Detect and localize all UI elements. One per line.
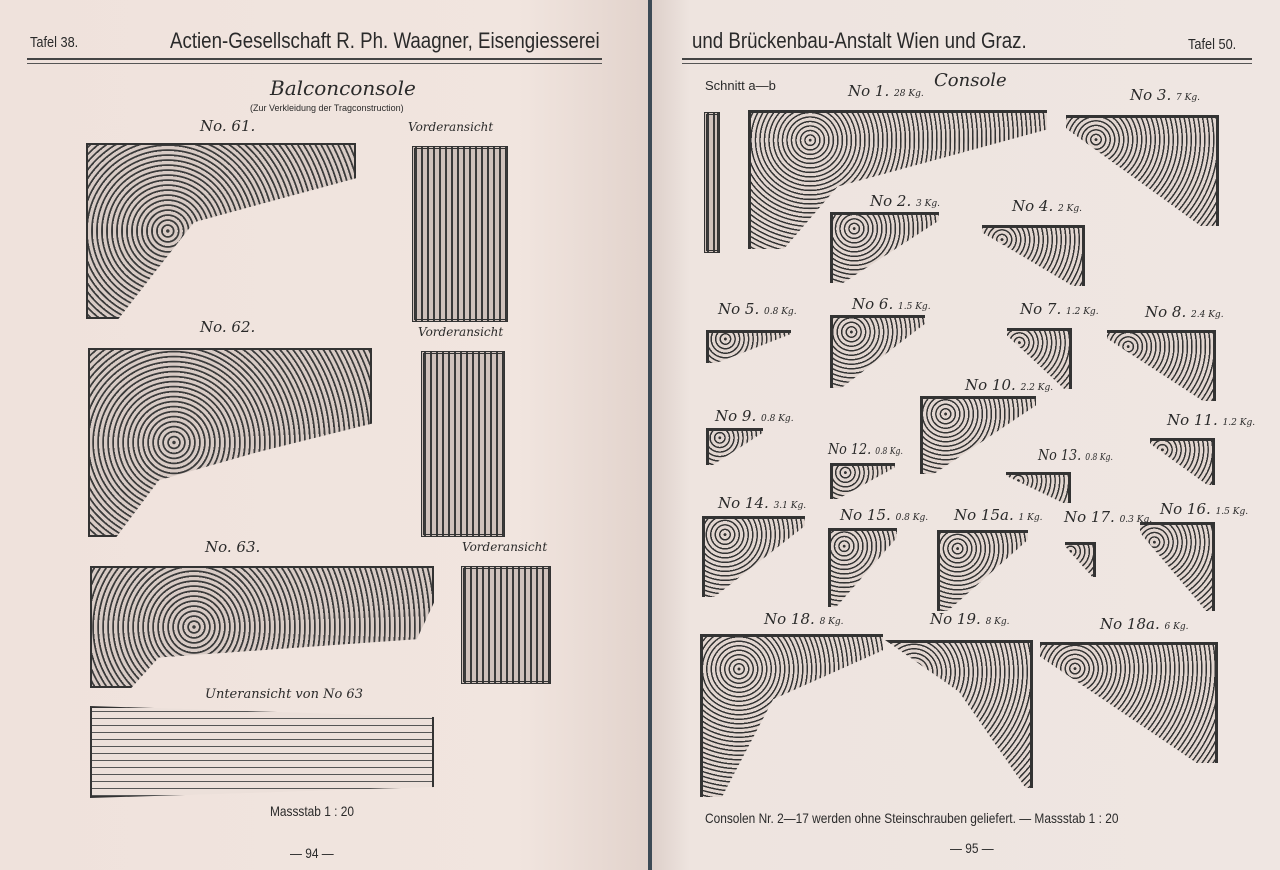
item-label: No 18a. 6 Kg. [1100,615,1189,633]
header-rule [27,58,602,64]
item-number: No. 61. [200,117,256,135]
page-header: und Brückenbau-Anstalt Wien und Graz. [692,28,1027,53]
page-header: Actien-Gesellschaft R. Ph. Waagner, Eise… [170,28,600,53]
item-label: No 15a. 1 Kg. [954,506,1043,524]
console-62-drawing [88,348,372,537]
plate-number: Tafel 38. [30,34,79,51]
item-number: No. 63. [205,538,261,556]
scale-note: Massstab 1 : 20 [270,803,355,819]
console-4-drawing [982,225,1085,286]
console-14-drawing [702,516,805,597]
console-5-drawing [706,330,791,363]
item-label: No 2. 3 Kg. [870,192,940,210]
console-61-front-view [412,146,508,322]
item-label: No 4. 2 Kg. [1012,197,1082,215]
header-rule [682,58,1252,64]
item-label: No 14. 3.1 Kg. [718,494,807,512]
view-label: Vorderansicht [418,325,504,339]
console-17-drawing [1065,542,1096,577]
item-number: No. 62. [200,318,256,336]
item-label: No 15. 0.8 Kg. [840,506,929,524]
section-label: Schnitt a—b [705,78,776,93]
console-11-drawing [1150,438,1215,485]
item-label: No 10. 2.2 Kg. [965,376,1054,394]
item-label: No 8. 2.4 Kg. [1145,303,1224,321]
item-label: No 5. 0.8 Kg. [718,300,797,318]
console-2-drawing [830,212,939,283]
item-label: No 13. 0.8 Kg. [1038,446,1113,464]
item-label: No 11. 1.2 Kg. [1167,411,1256,429]
console-62-front-view [421,351,505,537]
item-label: No 6. 1.5 Kg. [852,295,931,313]
console-10-drawing [920,396,1036,474]
console-15a-drawing [937,530,1028,611]
section-title: Balconconsole [270,76,416,100]
console-12-drawing [830,463,895,499]
page-number: — 95 — [950,840,994,856]
console-19-drawing [885,640,1033,788]
console-6-drawing [830,315,925,388]
console-61-drawing [86,143,356,319]
section-subtitle: (Zur Verkleidung der Tragconstruction) [250,103,404,113]
page-number: — 94 — [290,845,334,861]
console-8-drawing [1107,330,1216,401]
item-label: No 17. 0.3 Kg. [1064,508,1153,526]
console-16-drawing [1140,522,1215,611]
plate-number: Tafel 50. [1188,36,1237,53]
item-label: No 1. 28 Kg. [848,82,924,100]
console-9-drawing [706,428,763,465]
console-3-drawing [1066,115,1219,226]
console-13-drawing [1006,472,1071,503]
item-label: No 18. 8 Kg. [764,610,844,628]
section-a-b-drawing [704,112,720,253]
view-label: Vorderansicht [462,540,548,554]
section-title: Console [934,70,1007,91]
item-label: No 9. 0.8 Kg. [715,407,794,425]
console-18-drawing [700,634,883,797]
console-63-front-view [461,566,551,684]
right-page: und Brückenbau-Anstalt Wien und Graz. Ta… [652,0,1280,870]
item-label: No 7. 1.2 Kg. [1020,300,1099,318]
left-page: Tafel 38. Actien-Gesellschaft R. Ph. Waa… [0,0,648,870]
console-63-bottom-view [90,706,434,798]
console-63-drawing [90,566,434,688]
console-18a-drawing [1040,642,1218,763]
item-label: No 19. 8 Kg. [930,610,1010,628]
view-label: Vorderansicht [408,120,494,134]
console-15-drawing [828,528,897,607]
footer-note: Consolen Nr. 2—17 werden ohne Steinschra… [705,810,1119,826]
item-label: No 12. 0.8 Kg. [828,440,903,458]
bottom-view-label: Unteransicht von No 63 [205,687,363,702]
item-label: No 16. 1.5 Kg. [1160,500,1249,518]
item-label: No 3. 7 Kg. [1130,86,1200,104]
